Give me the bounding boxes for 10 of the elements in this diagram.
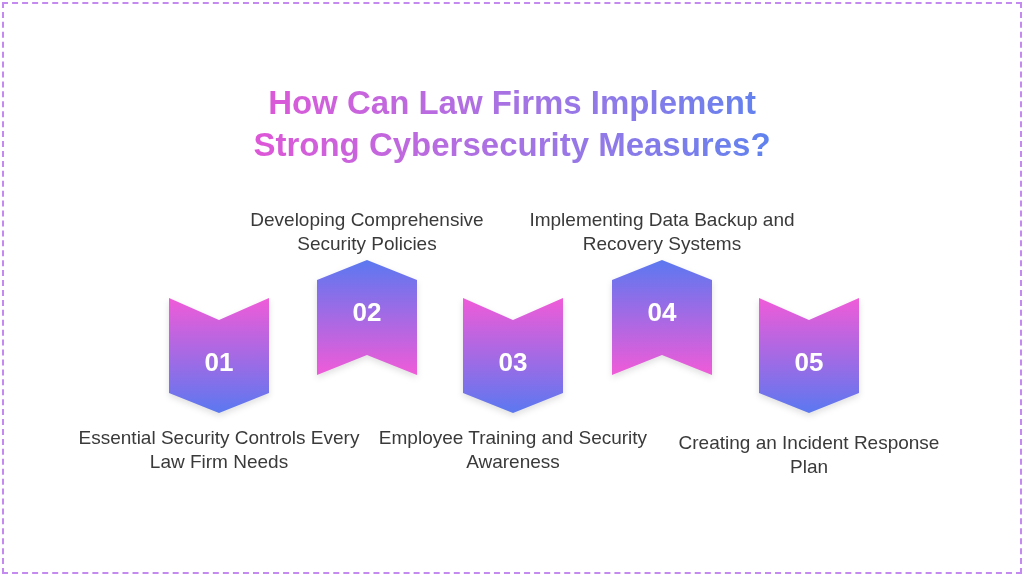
step-caption: Essential Security Controls Every Law Firm Needs bbox=[77, 426, 361, 474]
step-caption: Employee Training and Security Awareness bbox=[377, 426, 649, 474]
step-caption: Implementing Data Backup and Recovery Systems bbox=[528, 208, 796, 256]
step-caption: Creating an Incident Response Plan bbox=[677, 431, 941, 479]
step-number: 02 bbox=[351, 297, 383, 327]
step-number: 01 bbox=[203, 347, 235, 377]
step-number: 05 bbox=[793, 347, 825, 377]
step-number: 03 bbox=[497, 347, 529, 377]
step-number: 04 bbox=[646, 297, 678, 327]
step-caption: Developing Comprehensive Security Policies bbox=[249, 208, 485, 256]
